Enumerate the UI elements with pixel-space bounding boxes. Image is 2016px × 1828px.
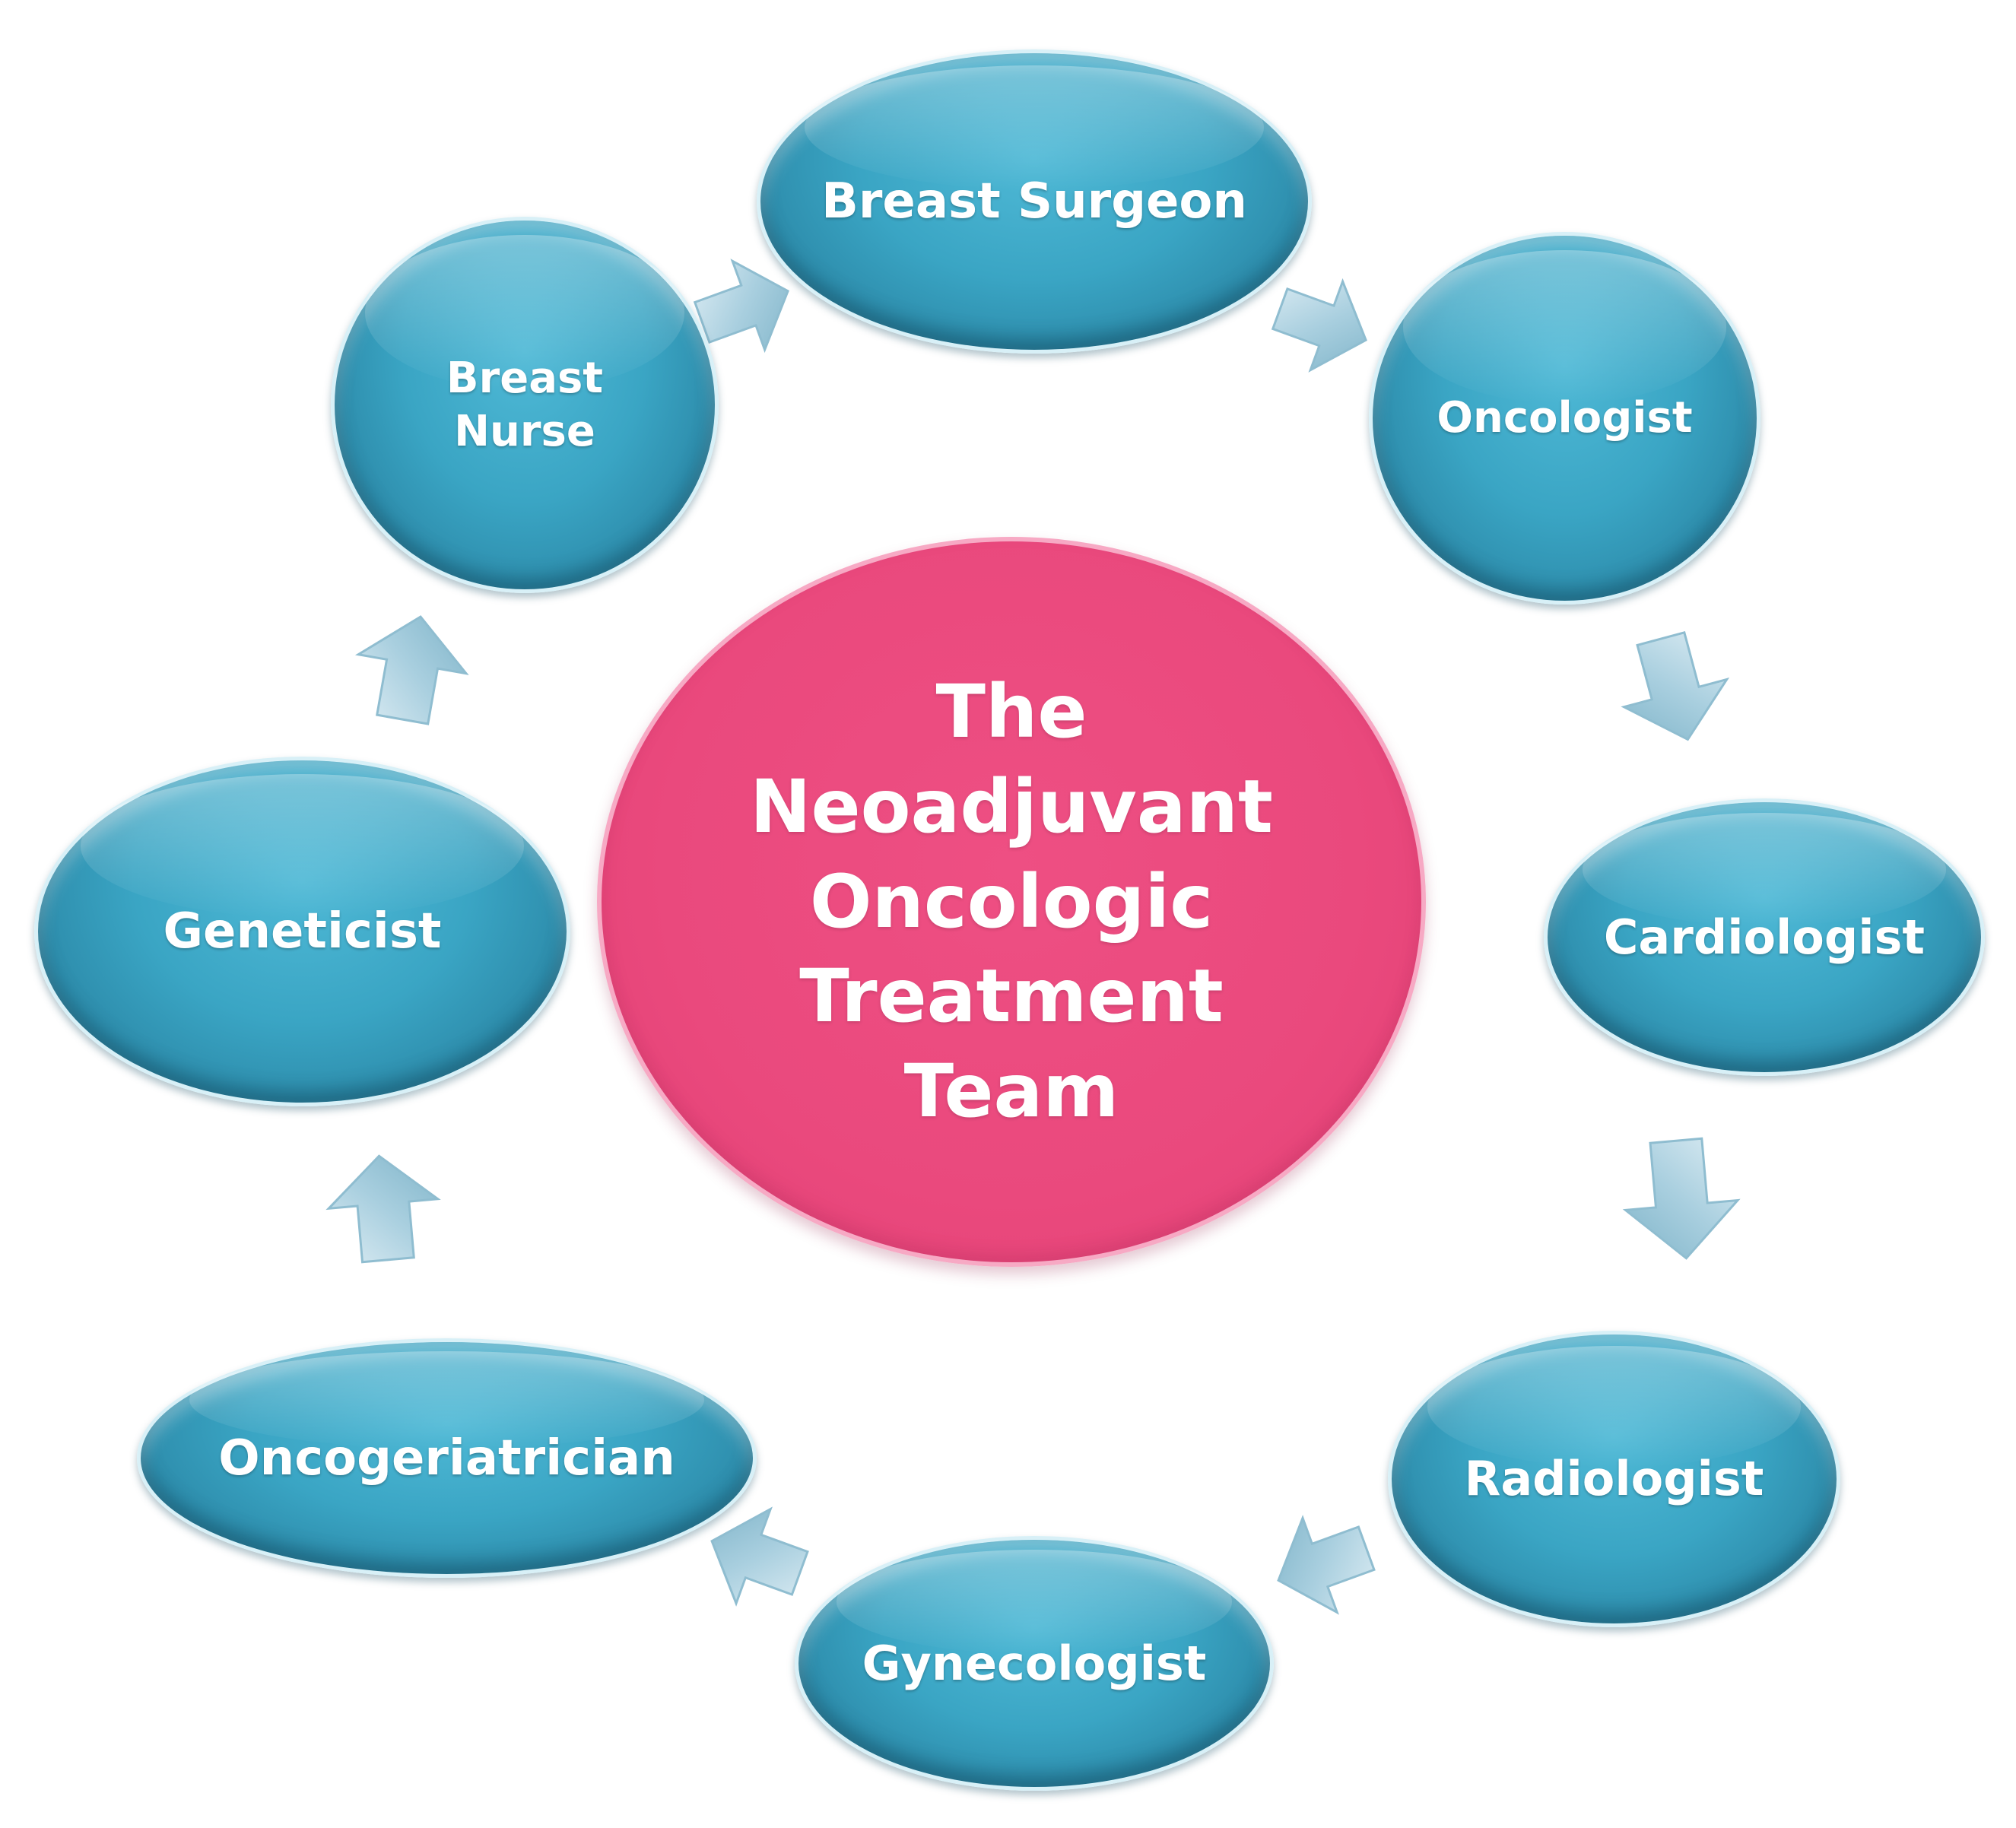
arrow-geneticist-to-nurse bbox=[354, 615, 469, 725]
node-geneticist: Geneticist bbox=[34, 757, 570, 1106]
node-cardiologist: Cardiologist bbox=[1544, 798, 1985, 1076]
arrow-surgeon-to-oncologist bbox=[1271, 278, 1367, 373]
node-breast-nurse: Breast Nurse bbox=[331, 217, 719, 593]
arrow-oncologist-to-cardiologist bbox=[1621, 630, 1730, 741]
arrow-oncogeriatrician-to-geneticist bbox=[325, 1154, 441, 1264]
arrow-cardiologist-to-radiologist bbox=[1622, 1137, 1741, 1260]
breast-nurse-label: Breast Nurse bbox=[446, 353, 604, 456]
center-title: The Neoadjuvant Oncologic Treatment Team bbox=[750, 669, 1273, 1135]
node-radiologist: Radiologist bbox=[1388, 1331, 1840, 1627]
node-oncogeriatrician: Oncogeriatrician bbox=[137, 1338, 757, 1578]
node-breast-surgeon: Breast Surgeon bbox=[757, 49, 1312, 354]
node-oncologist: Oncologist bbox=[1369, 232, 1760, 605]
arrow-radiologist-to-gynecologist bbox=[1277, 1515, 1376, 1615]
center-team-circle: The Neoadjuvant Oncologic Treatment Team bbox=[597, 537, 1426, 1267]
node-gynecologist: Gynecologist bbox=[795, 1536, 1274, 1791]
